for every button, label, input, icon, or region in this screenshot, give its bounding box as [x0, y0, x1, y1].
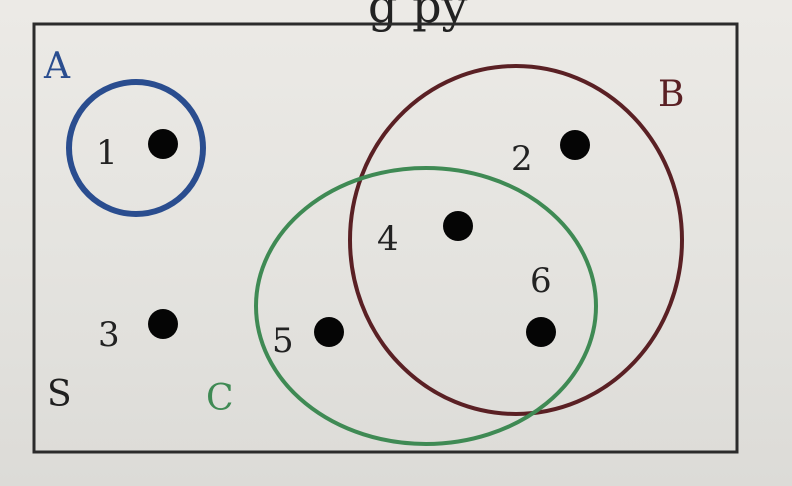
- element-3-dot: [148, 309, 178, 339]
- header-fragment: g py: [368, 0, 468, 33]
- element-1-label: 1: [96, 133, 118, 173]
- set-b-circle: [348, 64, 684, 416]
- element-4-label: 4: [377, 219, 399, 259]
- universal-set-box: [32, 22, 739, 454]
- set-a-label: A: [43, 46, 71, 87]
- element-4-dot: [443, 211, 473, 241]
- set-a-circle: [66, 79, 206, 217]
- set-b-label: B: [658, 74, 684, 115]
- element-2-label: 2: [511, 139, 533, 179]
- element-6-dot: [526, 317, 556, 347]
- element-3-label: 3: [98, 315, 120, 355]
- set-c-label: C: [206, 378, 234, 419]
- element-5-label: 5: [272, 321, 294, 361]
- element-1-dot: [148, 129, 178, 159]
- element-2-dot: [560, 130, 590, 160]
- element-5-dot: [314, 317, 344, 347]
- element-6-label: 6: [530, 261, 552, 301]
- set-s-label: S: [47, 374, 72, 415]
- set-c-circle: [254, 166, 598, 446]
